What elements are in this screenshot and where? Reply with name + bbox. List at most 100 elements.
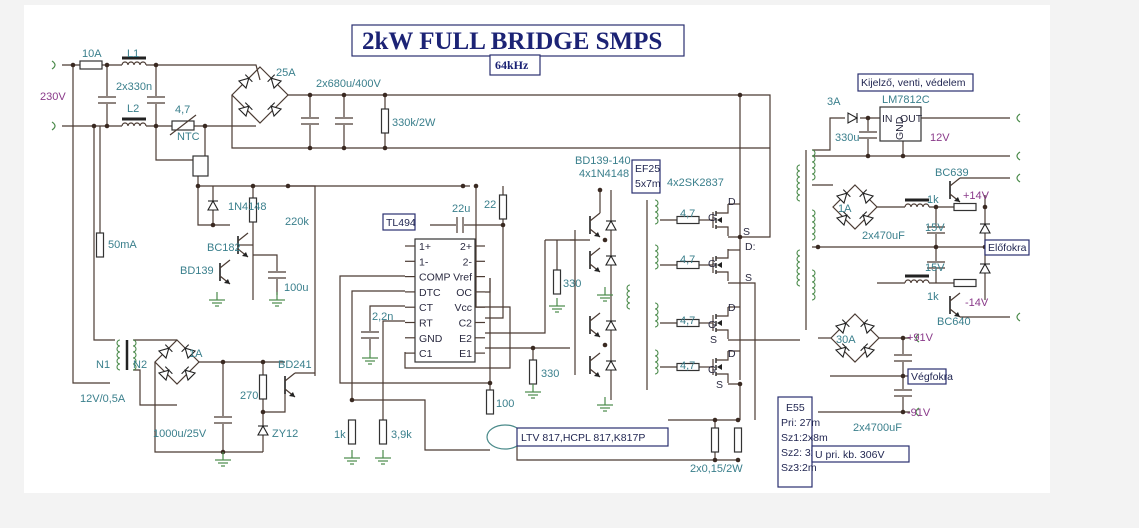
tl494-pin-left: C1 — [419, 348, 433, 360]
diode-body — [835, 214, 848, 227]
d-2: D: — [745, 241, 756, 253]
capacitor — [927, 261, 945, 269]
relay-coil-icon — [192, 155, 209, 177]
diode-bar — [267, 102, 276, 111]
wire — [352, 399, 490, 451]
diode-3a-label: 3A — [827, 96, 841, 108]
transistor-collector — [589, 352, 601, 362]
bridge-rectifier-icon — [830, 313, 880, 363]
inductor-icon — [121, 117, 147, 127]
junction-dot — [597, 187, 603, 193]
diode-body — [862, 192, 875, 205]
capacitor-gap — [894, 354, 912, 362]
r50ma-label: 50mA — [108, 239, 137, 251]
junction-dot — [933, 244, 939, 250]
capacitor — [147, 96, 165, 104]
transistor-icon — [949, 177, 961, 203]
r100-label: 100 — [496, 398, 514, 410]
mosfet-icon — [712, 351, 729, 383]
transistor-collector — [589, 247, 601, 257]
transistor-collector — [219, 259, 231, 269]
capacitor-gap — [927, 226, 945, 234]
r1k-dtc-label: 1k — [334, 429, 346, 441]
mosfet-drain — [716, 351, 729, 361]
transistor-arrow — [242, 252, 248, 257]
diode-1n4148-label: 1N4148 — [228, 201, 267, 213]
diode-icon — [847, 112, 859, 124]
transistor-arrow — [954, 197, 960, 202]
transistor-collector — [237, 232, 249, 242]
resistor — [953, 202, 977, 212]
pre-bridge-label: 1A — [838, 203, 852, 215]
wire — [263, 390, 286, 413]
junction-dot — [460, 183, 466, 189]
junction-dot — [900, 373, 906, 379]
diode-body — [270, 77, 283, 90]
junction-dot — [382, 145, 388, 151]
g-3: G — [708, 319, 716, 331]
out-plus91v: +91V — [907, 332, 934, 344]
junction-dot — [865, 153, 871, 159]
aux-bridge-label: 1A — [189, 348, 203, 360]
frequency-label: 64kHz — [495, 58, 529, 72]
diode-icon — [834, 343, 850, 359]
diode-body — [157, 347, 170, 360]
capacitor-gap — [335, 117, 353, 125]
winding-icon — [626, 284, 631, 310]
capacitor — [98, 96, 116, 104]
resistor — [248, 197, 258, 223]
resistor — [552, 269, 562, 295]
resistor — [378, 419, 388, 445]
tl494-pin-left: 1+ — [419, 241, 431, 253]
mosfet-drain — [716, 249, 729, 259]
ef25-winding: 5x7m — [635, 178, 661, 190]
mosfet-arrow — [717, 320, 722, 326]
junction-dot — [70, 62, 76, 68]
terminal-icon — [51, 60, 56, 70]
junction-dot — [737, 381, 743, 387]
transistor-arrow — [954, 312, 960, 317]
diode-icon — [237, 102, 253, 118]
gate-r-4: 4,7 — [680, 360, 695, 372]
diode-body — [207, 199, 219, 211]
c100u-label: 100u — [284, 282, 308, 294]
transistor-icon — [949, 292, 961, 318]
diode-icon — [267, 74, 283, 90]
diode-icon — [834, 319, 850, 335]
elofokra-box — [984, 239, 1030, 256]
wire — [485, 186, 504, 319]
diode-bar — [181, 366, 190, 375]
bd241-label: BD241 — [278, 359, 312, 371]
capacitor-gap — [98, 96, 116, 104]
ntc-slash — [169, 114, 197, 136]
junction-dot — [865, 115, 871, 121]
diode-bar — [842, 189, 851, 198]
tl494-label: TL494 — [386, 217, 416, 229]
bridge-rectifier-icon — [231, 66, 289, 124]
ground-icon — [209, 292, 225, 307]
reg-in: IN — [882, 113, 893, 125]
capacitor-gap — [456, 216, 464, 234]
transistor-collector — [949, 292, 961, 302]
mosfet-drain — [716, 307, 729, 317]
transistor-collector — [589, 312, 601, 322]
ground-icon — [362, 350, 378, 365]
winding-icon — [796, 249, 801, 287]
e55-core: E55 — [786, 402, 805, 414]
winding-icon — [796, 164, 801, 202]
mosfet-icon — [712, 307, 729, 339]
resistor — [258, 374, 268, 400]
inductor-icon — [904, 198, 930, 208]
c22u-label: 22u — [452, 203, 470, 215]
junction-dot — [735, 417, 741, 423]
r330-b-label: 330 — [541, 368, 559, 380]
transistor-collector — [284, 372, 296, 382]
winding-icon — [654, 244, 659, 270]
wire — [485, 240, 546, 334]
diode-icon — [157, 366, 173, 382]
out-12v: 12V — [930, 132, 950, 144]
diode-icon — [207, 199, 219, 211]
mosfet-drain — [716, 204, 729, 214]
gate-r-3: 4,7 — [680, 315, 695, 327]
